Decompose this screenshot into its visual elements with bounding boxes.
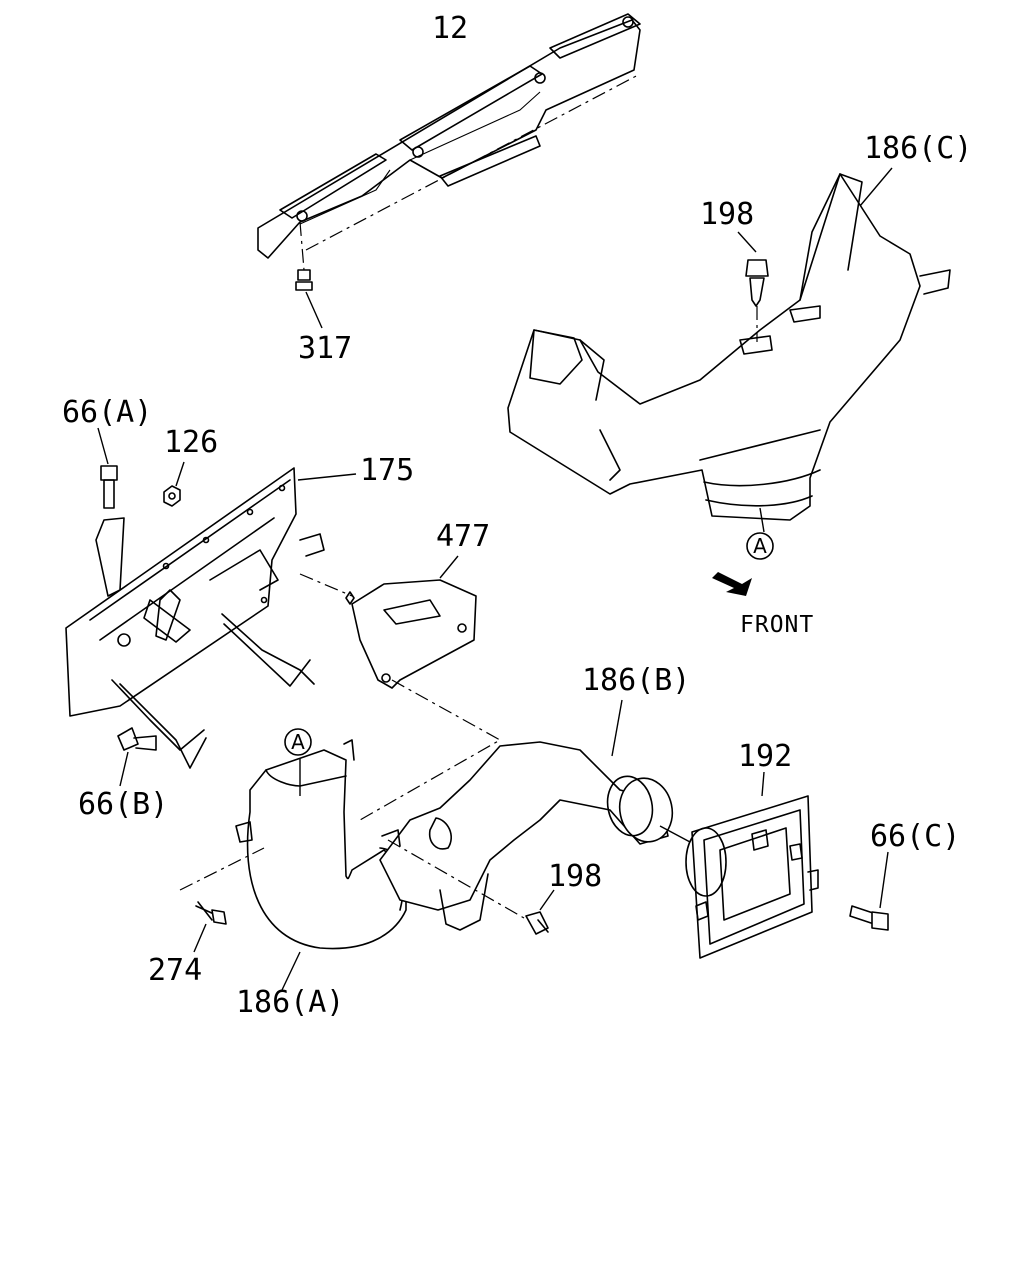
ref-marker-a-top-text: A <box>753 534 767 558</box>
label-186c: 186(C) <box>864 131 972 166</box>
part-477-plate <box>299 555 502 821</box>
part-198-lower-clip <box>525 889 555 935</box>
label-317: 317 <box>298 331 352 366</box>
part-66b-bolt <box>117 727 157 787</box>
front-arrow-icon <box>712 572 752 596</box>
part-198-upper-clip <box>737 231 769 342</box>
label-12: 12 <box>432 11 468 46</box>
part-274-screw <box>193 901 227 953</box>
part-192-frame <box>685 771 819 959</box>
part-317-bolt <box>295 269 323 329</box>
part-126-nut <box>163 461 185 507</box>
label-66c: 66(C) <box>870 819 960 854</box>
label-186b: 186(B) <box>582 663 690 698</box>
label-186a: 186(A) <box>236 985 344 1020</box>
ref-marker-a-bottom: A <box>284 728 312 756</box>
ref-marker-a-top: A <box>746 532 774 560</box>
part-66c-bolt <box>849 851 889 931</box>
label-66a: 66(A) <box>62 395 152 430</box>
label-477: 477 <box>436 519 490 554</box>
front-label: FRONT <box>740 612 814 638</box>
part-12-duct-rail <box>257 13 641 271</box>
part-186c-duct <box>507 167 951 533</box>
label-126: 126 <box>164 425 218 460</box>
label-274: 274 <box>148 953 202 988</box>
label-192: 192 <box>738 739 792 774</box>
label-66b: 66(B) <box>78 787 168 822</box>
part-186b-hose <box>379 699 691 931</box>
label-175: 175 <box>360 453 414 488</box>
part-66a-bolt <box>97 427 118 509</box>
ref-marker-a-bottom-text: A <box>291 730 305 754</box>
part-175-bracket <box>65 467 357 769</box>
label-198-top: 198 <box>700 197 754 232</box>
label-198-bottom: 198 <box>548 859 602 894</box>
part-186a-elbow-duct <box>179 739 407 991</box>
